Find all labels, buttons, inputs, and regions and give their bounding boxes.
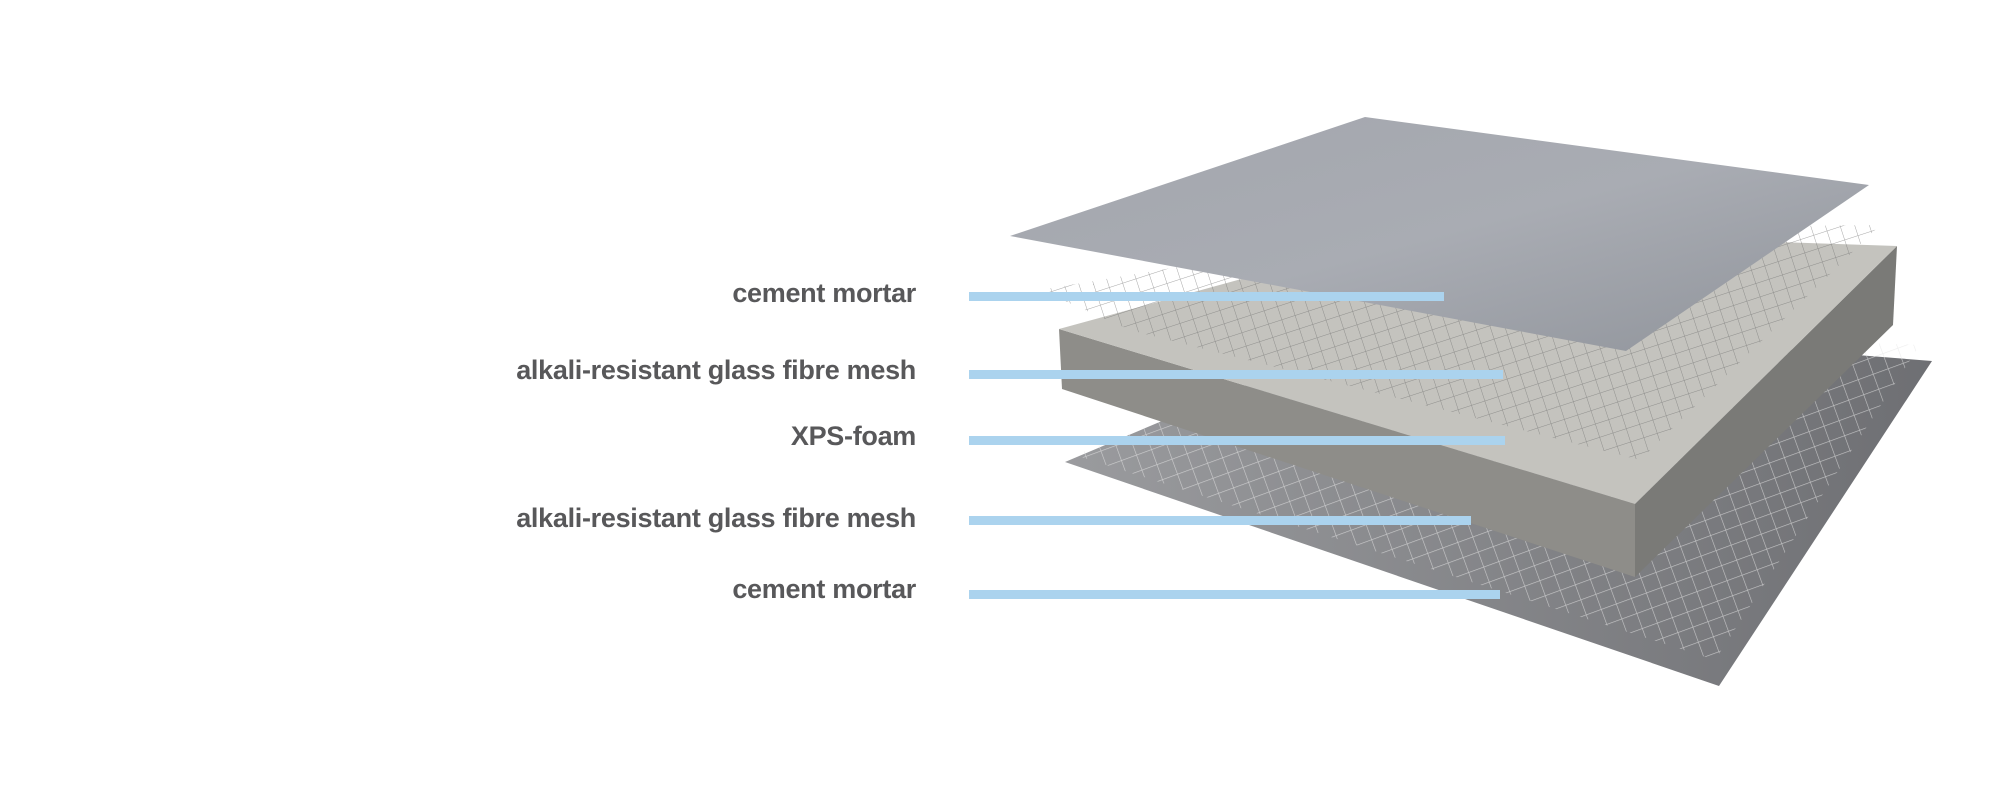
xps-foam-front-face bbox=[1059, 329, 1635, 577]
leader-line-cement-mortar-bottom bbox=[969, 590, 1500, 599]
top-cement-mortar-sheet bbox=[1010, 117, 1869, 351]
leader-line-glass-fibre-mesh-bottom bbox=[969, 516, 1471, 525]
layer-label-glass-fibre-mesh-top: alkali-resistant glass fibre mesh bbox=[516, 355, 916, 385]
leader-line-cement-mortar-top bbox=[969, 292, 1444, 301]
leader-line-glass-fibre-mesh-top bbox=[969, 370, 1503, 379]
xps-foam-side-face bbox=[1635, 246, 1897, 577]
layer-label-glass-fibre-mesh-bottom: alkali-resistant glass fibre mesh bbox=[516, 503, 916, 533]
layer-label-xps-foam: XPS-foam bbox=[790, 421, 916, 451]
layer-label-cement-mortar-bottom: cement mortar bbox=[732, 574, 916, 604]
leader-line-xps-foam bbox=[969, 436, 1505, 445]
layer-label-cement-mortar-top: cement mortar bbox=[732, 278, 916, 308]
